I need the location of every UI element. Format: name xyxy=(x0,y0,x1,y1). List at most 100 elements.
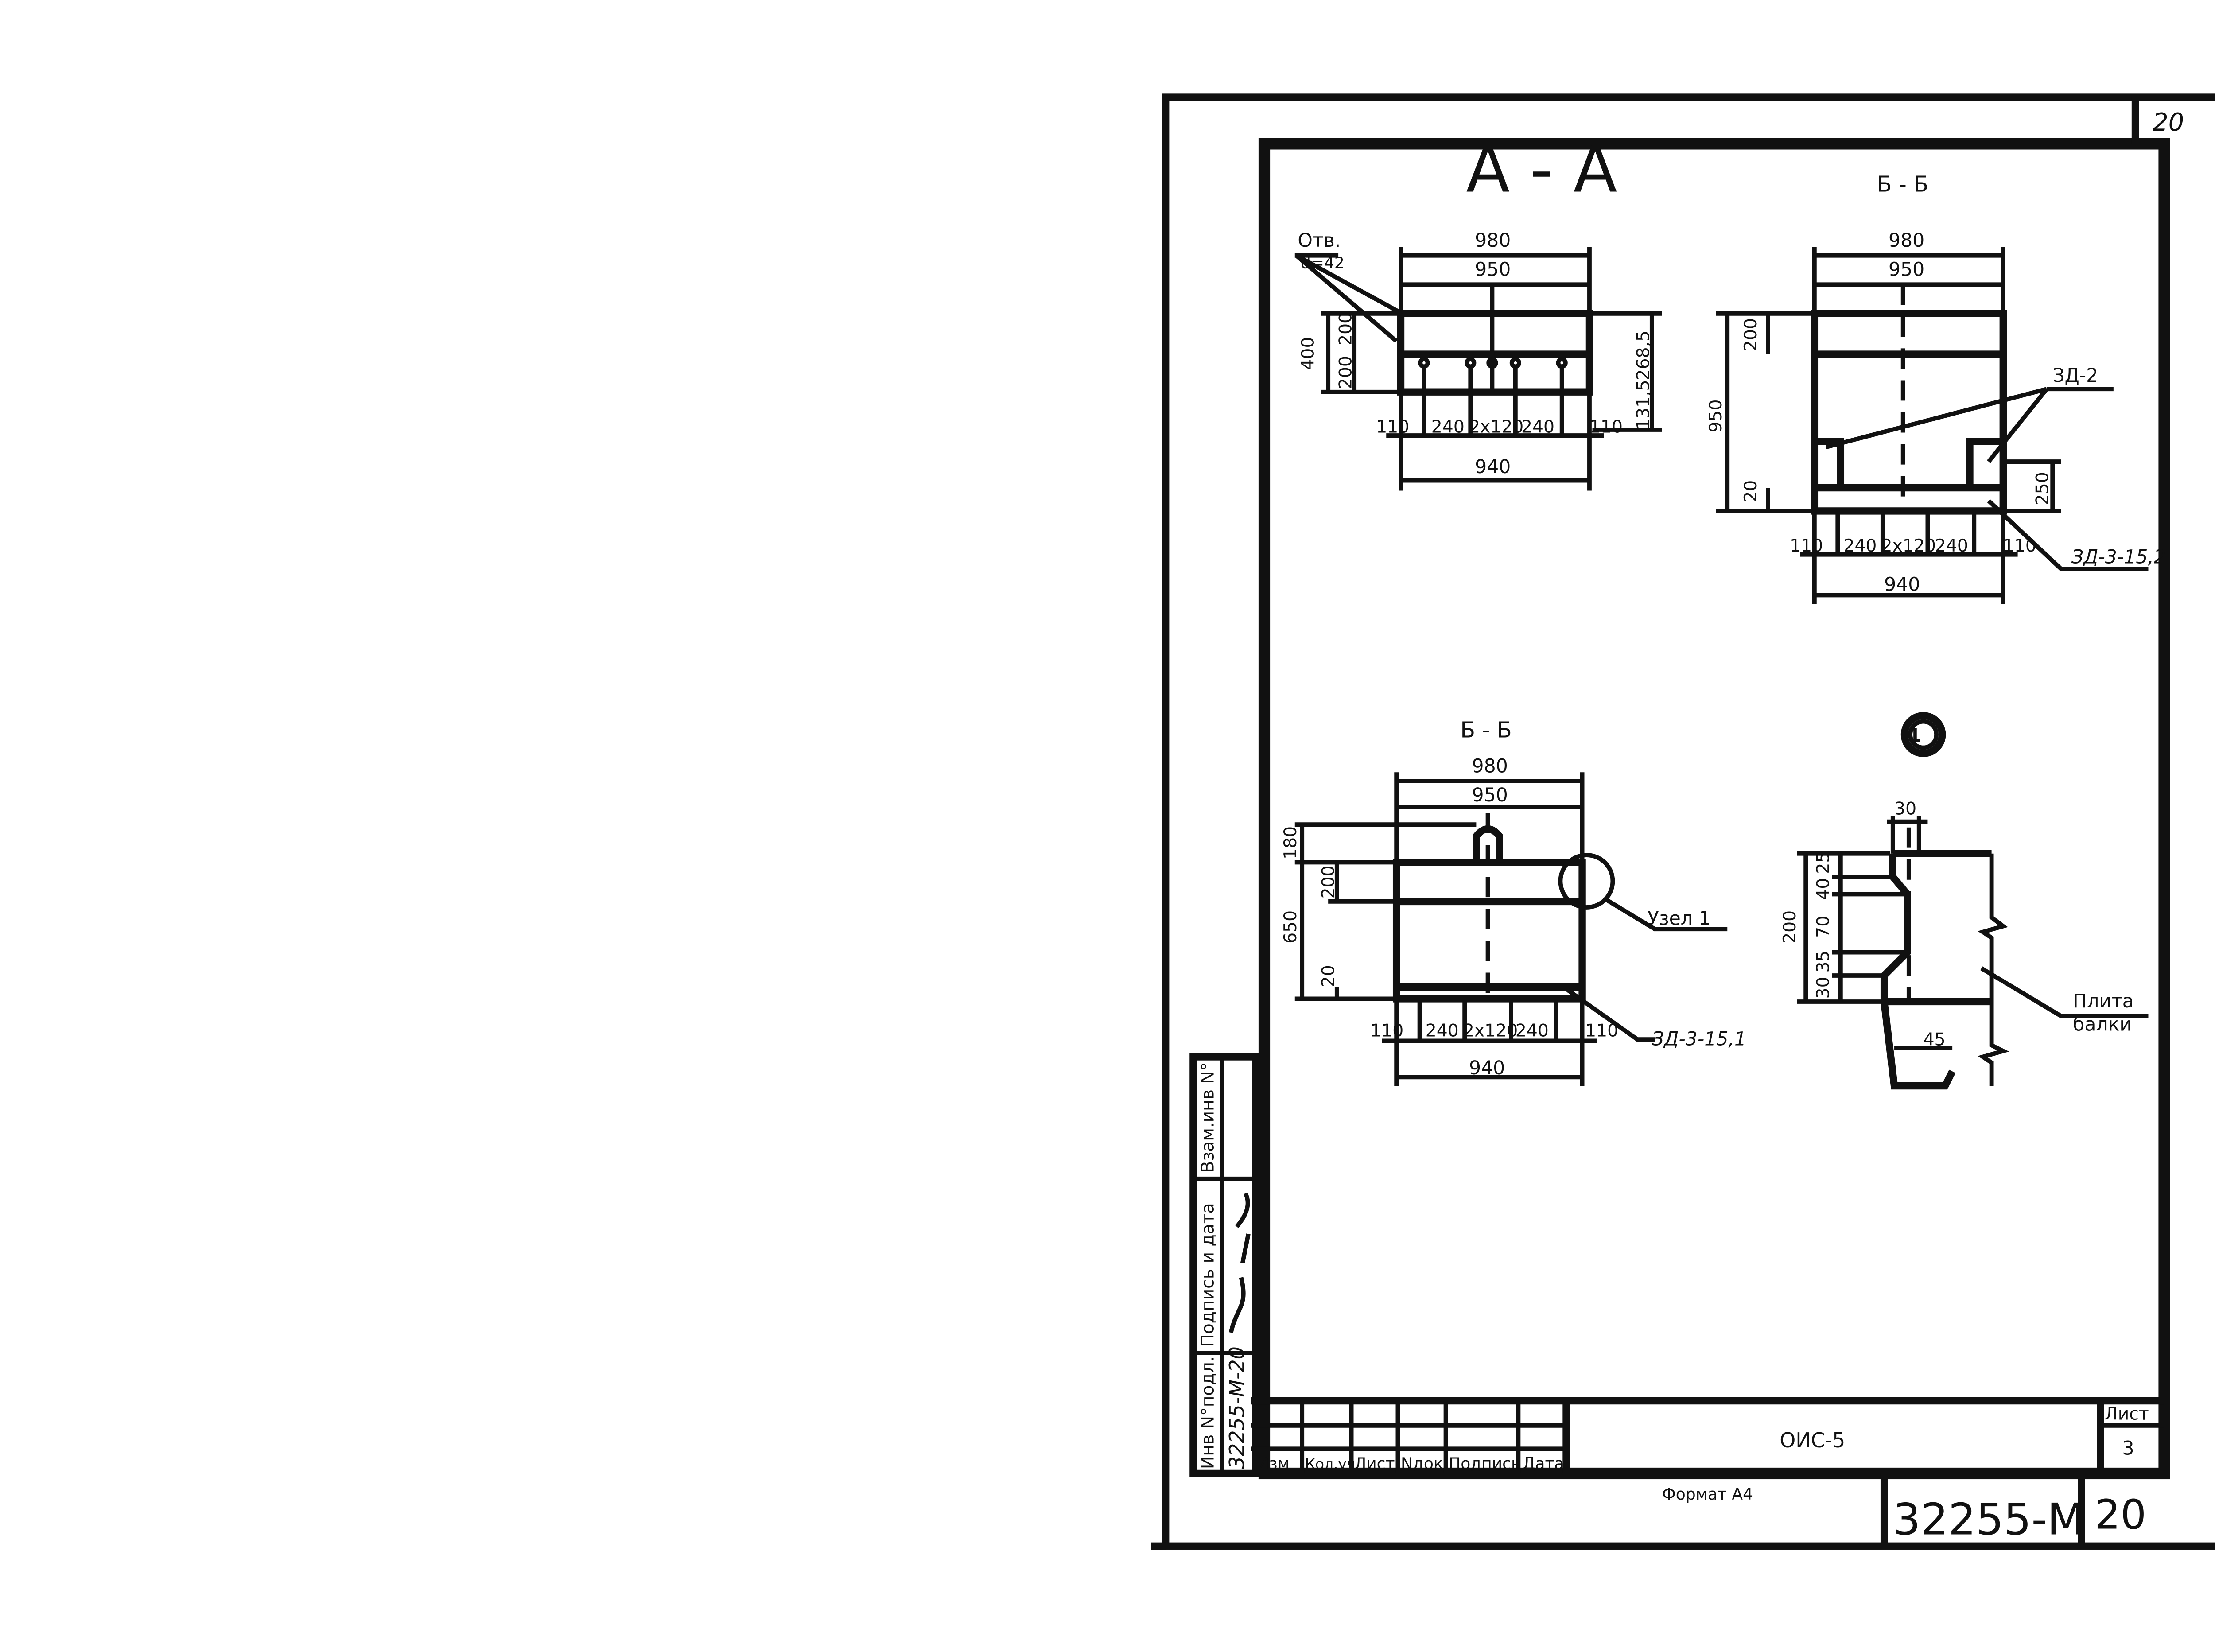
title-block-headers: Изм Кол.уч Лист Nдок Подпись Дата xyxy=(1257,1455,1564,1473)
format-label: Формат А4 xyxy=(1662,1485,1753,1504)
signature-scribble xyxy=(1228,1192,1251,1333)
header-kol-uch: Кол.уч xyxy=(1305,1456,1355,1473)
bb-top-dim-110-left: 110 xyxy=(1790,536,1823,556)
label-plate-2: балки xyxy=(2073,1014,2132,1036)
aa-dim-940: 940 xyxy=(1475,456,1511,478)
bb-bottom-dim-200: 200 xyxy=(1318,865,1338,898)
document-title: ОИС-5 xyxy=(1780,1428,1845,1452)
node-dim-30-top: 30 xyxy=(1894,799,1916,819)
node-dim-45: 45 xyxy=(1924,1030,1946,1050)
side-stamp: Инв N°подл. 32255-М-20 Подпись и дата Вз… xyxy=(1189,1053,1259,1477)
view-bb-bottom-title: Б - Б xyxy=(1460,717,1512,743)
aa-dim-110-right: 110 xyxy=(1589,417,1623,437)
bb-bottom-dim-650: 650 xyxy=(1281,910,1301,944)
bb-top-dim-240-right: 240 xyxy=(1935,536,1968,556)
aa-dim-980: 980 xyxy=(1475,229,1511,252)
node-1-marker-inner xyxy=(1908,719,1939,750)
aa-dim-131: 131,5 xyxy=(1633,380,1653,430)
header-data: Дата xyxy=(1523,1455,1564,1473)
view-aa-title: А - А xyxy=(1466,133,1617,207)
bb-top-dim-980: 980 xyxy=(1889,229,1924,252)
node-dim-40: 40 xyxy=(1814,878,1834,900)
document-code: 32255-М xyxy=(1893,1495,2085,1545)
node-dim-35: 35 xyxy=(1814,950,1834,972)
bb-bottom-dim-950: 950 xyxy=(1472,784,1508,806)
inv-no-label: Инв N°подл. xyxy=(1198,1357,1218,1469)
label-plate-1: Плита xyxy=(2073,990,2134,1012)
bb-top-dim-20: 20 xyxy=(1741,480,1761,502)
header-izm: Изм xyxy=(1257,1455,1290,1473)
bb-top-dim-950: 950 xyxy=(1889,259,1924,281)
bb-top-embedded-parts xyxy=(1814,437,2003,488)
node-1-profile xyxy=(1880,850,1992,1090)
bb-bottom-dim-110-left: 110 xyxy=(1370,1021,1403,1041)
aa-dim-2x120: 2х120 xyxy=(1469,417,1523,437)
bb-bottom-dim-940: 940 xyxy=(1469,1057,1505,1079)
node-1-marker-number: 1 xyxy=(1908,724,1921,746)
node-1-plate-leader xyxy=(1980,966,2149,1018)
node-dim-200: 200 xyxy=(1780,910,1800,944)
bb-top-dim-940: 940 xyxy=(1884,574,1920,596)
aa-section-outline xyxy=(1397,310,1593,396)
label-node-1: Узел 1 xyxy=(1648,907,1711,929)
node-1-detail xyxy=(1797,712,2149,1090)
sheet-frames xyxy=(1151,93,2215,1550)
node-1-callout-circle xyxy=(1558,853,1615,910)
aa-hole-leader xyxy=(1294,253,1403,343)
aa-dim-240-right: 240 xyxy=(1521,417,1554,437)
document-page: 20 xyxy=(2095,1491,2146,1538)
bb-top-dim-240-left: 240 xyxy=(1843,536,1877,556)
aa-dim-200-bottom: 200 xyxy=(1336,356,1356,389)
node-dim-25: 25 xyxy=(1814,852,1834,874)
aa-slab-hatch xyxy=(1399,311,1592,357)
bb-top-dim-110-right: 110 xyxy=(2003,536,2036,556)
label-zd2: ЗД-2 xyxy=(2052,365,2098,387)
bb-top-dim-250: 250 xyxy=(2032,472,2052,505)
bb-bottom-zd3-leader xyxy=(1566,988,1655,1042)
view-bb-bottom: Б - Б xyxy=(1294,717,1728,1086)
bb-top-dim-200: 200 xyxy=(1741,318,1761,351)
aa-dim-110-left: 110 xyxy=(1376,417,1409,437)
bb-bottom-dim-110-right: 110 xyxy=(1585,1021,1618,1041)
node-dim-30-bottom: 30 xyxy=(1814,976,1834,999)
signature-label: Подпись и дата xyxy=(1198,1203,1218,1347)
label-zd3-15-2: ЗД-3-15,2 xyxy=(2071,546,2166,568)
bb-top-zd2-leader xyxy=(1825,387,2114,463)
view-bb-top-title: Б - Б xyxy=(1877,171,1928,197)
aa-holes-diameter: d=42 xyxy=(1301,254,1345,272)
sheet-label: Лист xyxy=(2105,1404,2149,1424)
header-podpis: Подпись xyxy=(1449,1455,1520,1473)
bb-top-zd3-leader xyxy=(1987,499,2149,571)
bb-bottom-dim-180: 180 xyxy=(1281,826,1301,859)
bb-bottom-dim-240-left: 240 xyxy=(1426,1021,1459,1041)
sheet-number: 3 xyxy=(2122,1437,2134,1459)
bb-top-dim-2x120: 2х120 xyxy=(1881,536,1936,556)
aa-dim-240-left: 240 xyxy=(1431,417,1465,437)
header-ndok: Nдок xyxy=(1401,1455,1443,1473)
header-list: Лист xyxy=(1354,1455,1395,1473)
bb-top-dim-950-v: 950 xyxy=(1706,399,1726,432)
node-dim-70: 70 xyxy=(1814,916,1834,938)
inv-no-value: 32255-М-20 xyxy=(1225,1346,1249,1469)
node-1-leader xyxy=(1605,898,1728,932)
bb-bottom-dim-20: 20 xyxy=(1318,965,1338,987)
node-1-break-line xyxy=(1978,853,2009,1086)
view-aa: А - А xyxy=(1294,133,1662,491)
aa-holes-label: Отв. xyxy=(1298,229,1341,252)
aa-dim-268: 268,5 xyxy=(1633,330,1653,381)
bb-bottom-dim-2x120: 2х120 xyxy=(1463,1021,1518,1041)
inner-frame xyxy=(1258,138,2170,1480)
node-1-marker-outer xyxy=(1900,712,1946,757)
label-zd3-15-1: ЗД-3-15,1 xyxy=(1652,1028,1746,1050)
replace-label: Взам.инв N° xyxy=(1198,1062,1218,1173)
bb-bottom-dim-240-right: 240 xyxy=(1516,1021,1549,1041)
view-bb-top: Б - Б xyxy=(1716,171,2149,604)
title-block xyxy=(1251,1397,2164,1546)
aa-dim-400: 400 xyxy=(1298,337,1318,370)
bb-bottom-dim-980: 980 xyxy=(1472,755,1508,777)
corner-page-number: 20 xyxy=(2153,108,2184,137)
outer-frame xyxy=(1162,93,2215,1550)
aa-dim-950: 950 xyxy=(1475,259,1511,281)
aa-dim-200-top: 200 xyxy=(1336,312,1356,346)
